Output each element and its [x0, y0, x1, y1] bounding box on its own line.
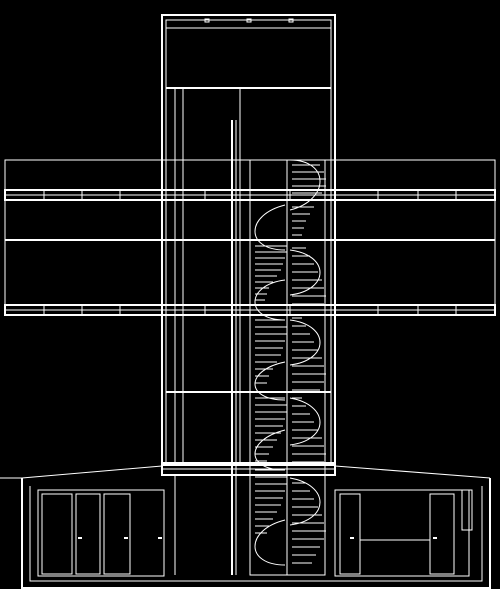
stair-core: [231, 120, 326, 576]
basement-doors: [41, 493, 455, 575]
spiral-stair-treads: [255, 164, 326, 564]
roof-parapet-marks: [204, 18, 294, 23]
slab-joint-marks: [43, 190, 457, 315]
ground-floor-slab: [0, 462, 491, 479]
basement-outline: [21, 475, 491, 589]
